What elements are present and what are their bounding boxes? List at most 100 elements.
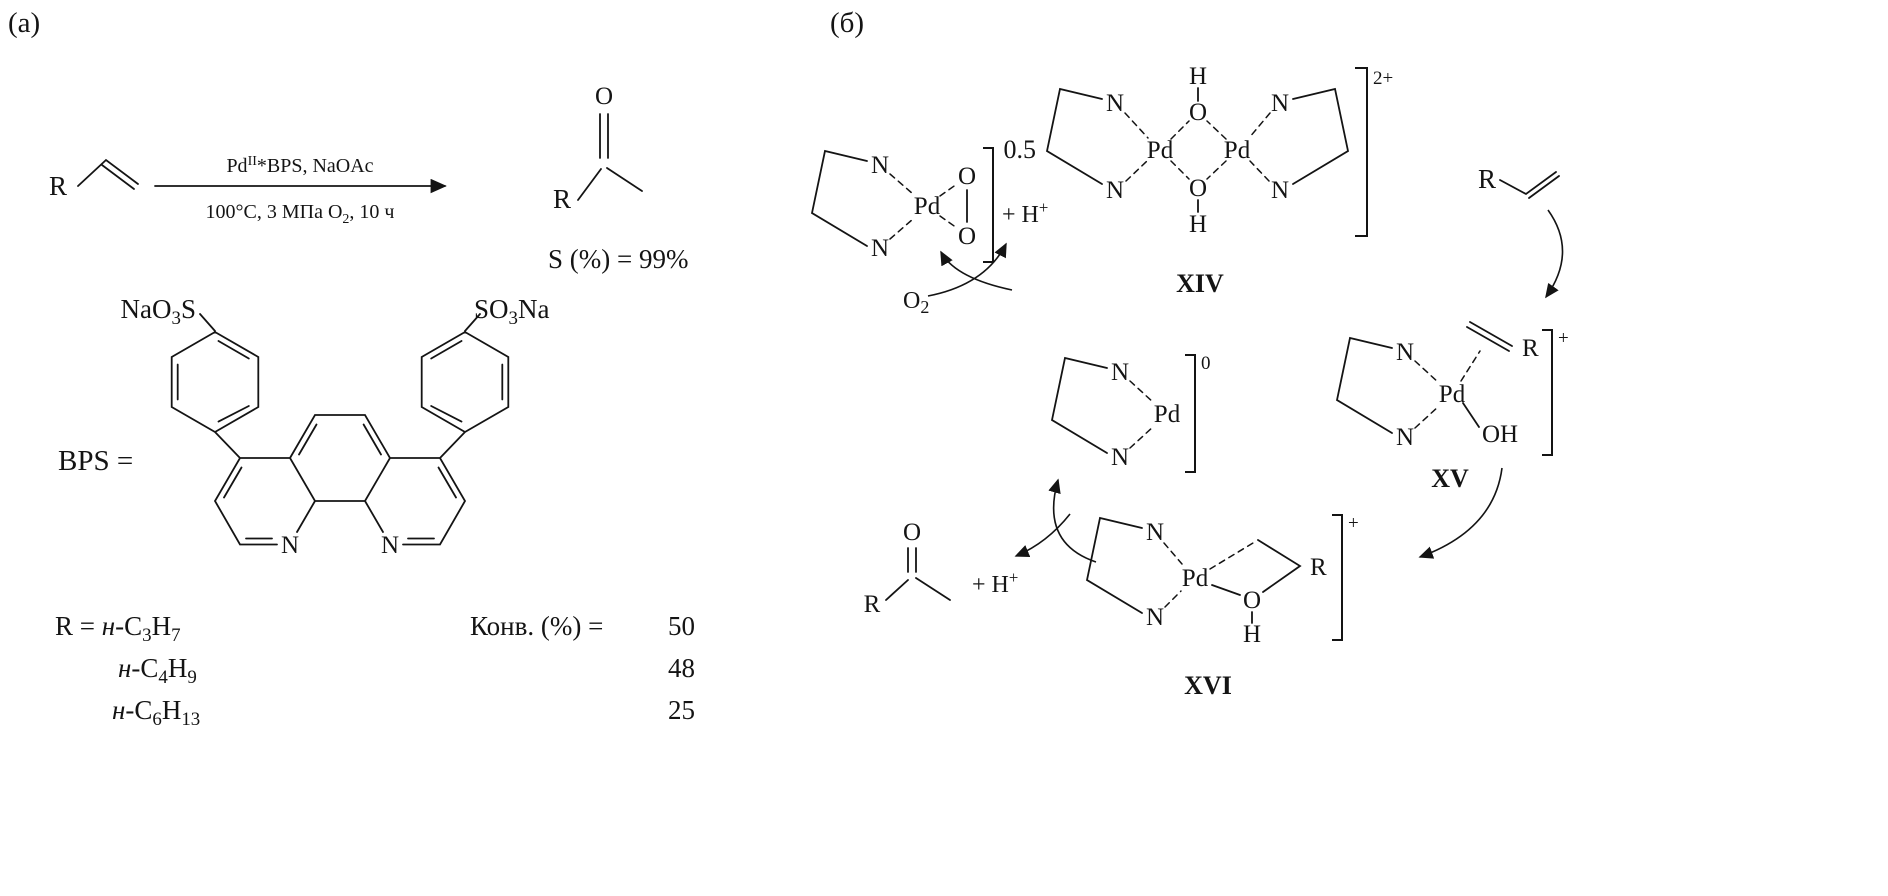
xv-solid-bonds — [1462, 321, 1513, 428]
plus-proton-top: + H+ — [1002, 198, 1048, 228]
sulfonate-left-label: NaO3S — [121, 294, 196, 329]
xvi-n-top: N — [1146, 519, 1164, 546]
xiv-pd-right: Pd — [1224, 137, 1251, 164]
ketone-bonds — [885, 547, 951, 601]
substrate-r-label: R — [49, 171, 67, 201]
coefficient-0-5: 0.5 — [1004, 135, 1037, 164]
xiv-o-bottom: O — [1189, 175, 1207, 202]
xiv-n-top-right: N — [1271, 90, 1289, 117]
xvi-r-label: R — [1310, 554, 1327, 581]
ketone-plus-h: + H — [972, 572, 1009, 598]
xvi-o-label: O — [1243, 587, 1261, 614]
xv-chelate-bridge — [1335, 336, 1393, 434]
xvi-bracket — [1332, 514, 1343, 641]
xv-n-top: N — [1396, 339, 1414, 366]
complex-peroxo: N N Pd O O + H+ O2 — [810, 147, 1048, 317]
substrate-table: R = н-C3H7 н-C4H9 н-C6H13 Конв. (%) = 50… — [55, 611, 695, 730]
pd0-bracket — [1185, 354, 1196, 473]
plus-h-text: + H — [1002, 202, 1039, 228]
arrow-peroxo-to-xiv — [927, 242, 1007, 297]
selectivity-text: S (%) = 99% — [548, 244, 688, 274]
product-r-label: R — [553, 184, 571, 214]
peroxo-o-bottom: O — [958, 223, 976, 250]
xvi-h-label: H — [1243, 621, 1261, 648]
xv-r-label: R — [1522, 335, 1539, 362]
pd0-dashed-bonds — [1129, 380, 1155, 449]
xvi-charge: + — [1348, 513, 1359, 534]
plus-proton-bottom: + H+ — [972, 568, 1018, 598]
sulf-right-pre: SO — [474, 294, 509, 324]
complex-xv: N N Pd R OH + XV — [1335, 321, 1569, 493]
cond2-sub: 2 — [342, 212, 349, 227]
xiv-n-bottom-right: N — [1271, 177, 1289, 204]
xiv-n-top-left: N — [1106, 90, 1124, 117]
cond-pd: Pd — [226, 155, 247, 177]
xiv-charge: 2+ — [1373, 68, 1393, 89]
xvi-pd: Pd — [1182, 565, 1209, 592]
panel-b-label: (б) — [830, 7, 864, 39]
row2-csub: 4 — [158, 667, 168, 688]
sulf-left-sub: 3 — [172, 308, 181, 329]
row2-hsub: 9 — [187, 667, 196, 688]
row1-c: -C — [115, 611, 142, 641]
arrow-ketone-release — [1014, 513, 1071, 557]
o2-o: O — [903, 288, 920, 314]
sulf-left-post: S — [181, 294, 196, 324]
xiv-h-top: H — [1189, 63, 1207, 90]
xvi-dashed-bonds — [1163, 542, 1254, 608]
peroxo-n-top: N — [871, 152, 889, 179]
conditions-bottom: 100°C, 3 МПа O2, 10 ч — [206, 201, 395, 227]
xiv-o-top: O — [1189, 99, 1207, 126]
conversion-value-1: 50 — [668, 611, 695, 641]
product-bonds — [577, 113, 643, 201]
xv-charge: + — [1558, 328, 1569, 349]
row3-h: H — [162, 695, 182, 725]
xiv-chelate-bridges — [1045, 87, 1350, 185]
xv-bracket — [1542, 329, 1553, 456]
plus-h-sup: + — [1039, 198, 1048, 217]
alkene-bonds — [1499, 171, 1560, 199]
row2-h: H — [168, 653, 188, 683]
phenanthroline-n-left: N — [281, 532, 299, 559]
arrow-alkene-to-xv — [1545, 209, 1564, 299]
oxidation-arrows — [927, 242, 1013, 297]
row1-h: H — [152, 611, 172, 641]
xv-name: XV — [1431, 464, 1469, 493]
conversion-value-2: 48 — [668, 653, 695, 683]
xiv-pd-left: Pd — [1147, 137, 1174, 164]
cond2-post: , 10 ч — [349, 201, 394, 223]
xiv-n-bottom-left: N — [1106, 177, 1124, 204]
complex-pd0: N N Pd 0 — [1050, 353, 1211, 473]
peroxo-dashed-bonds — [889, 173, 958, 240]
pd0-charge: 0 — [1201, 353, 1211, 374]
complex-xvi: N N Pd O H R + XVI — [1085, 513, 1359, 700]
pd0-n-bottom: N — [1111, 444, 1129, 471]
conditions-top: PdII*BPS, NaOAc — [226, 154, 373, 177]
xv-oh-label: OH — [1482, 421, 1518, 448]
r-prefix: R = — [55, 611, 102, 641]
substrate-row-1: R = н-C3H7 — [55, 611, 181, 646]
product-ketone: O R — [553, 83, 643, 214]
substrate-row-3: н-C6H13 — [112, 695, 200, 730]
arrow-xv-to-xvi — [1418, 467, 1503, 559]
xiv-dashed-bonds — [1124, 112, 1271, 182]
xiv-bracket — [1355, 67, 1368, 237]
complex-xiv: 0.5 N N N N Pd Pd H O O H 2+ XIV — [1004, 63, 1394, 298]
pd0-n-top: N — [1111, 359, 1129, 386]
xv-pd: Pd — [1439, 381, 1466, 408]
xiv-name: XIV — [1176, 269, 1224, 298]
row2-n: н — [118, 653, 131, 683]
conversion-value-3: 25 — [668, 695, 695, 725]
o2-label: O2 — [903, 288, 929, 317]
phenanthroline-n-right: N — [381, 532, 399, 559]
alkene-substrate: R — [1478, 164, 1564, 299]
reaction-scheme: R PdII*BPS, NaOAc 100°C, 3 МПа O2, 10 ч … — [49, 83, 688, 274]
row3-n: н — [112, 695, 125, 725]
row1-hsub: 7 — [171, 625, 180, 646]
o2-sub: 2 — [920, 297, 929, 317]
row1-csub: 3 — [142, 625, 151, 646]
peroxo-chelate-bridge — [810, 149, 868, 247]
cond2-pre: 100°C, 3 МПа O — [206, 201, 343, 223]
ketone-product: O R + H+ — [864, 519, 1019, 618]
